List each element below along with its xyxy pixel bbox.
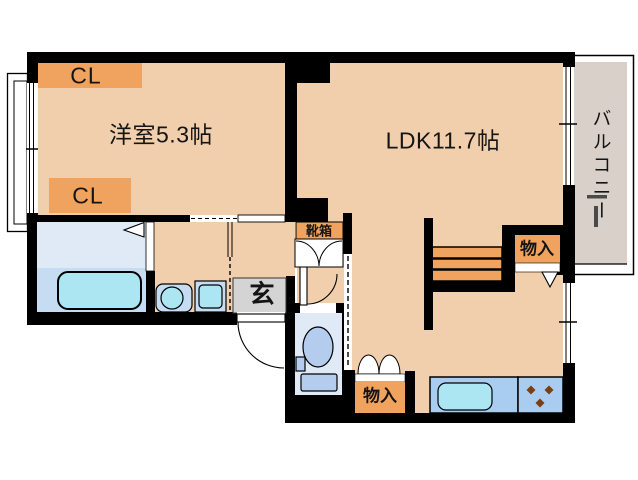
toilet-room	[295, 266, 342, 395]
balcony-floor	[574, 62, 627, 264]
bath-door-icon	[122, 221, 145, 238]
ldk-label: LDK11.7帖	[385, 127, 501, 154]
sliding-door-west-room	[190, 214, 286, 223]
burner-icon	[526, 385, 536, 395]
hall-ldk-partition	[344, 254, 352, 370]
closet-top-box	[38, 63, 142, 88]
washroom-partition	[227, 222, 233, 312]
balcony-drain-icon	[587, 195, 607, 199]
storage-upper	[514, 235, 561, 289]
burner-icon	[535, 398, 545, 408]
kitchen-sink	[437, 382, 493, 411]
window-kitchen	[559, 283, 577, 363]
shoe-box-label: 靴箱	[305, 223, 333, 239]
balcony-partition-icon	[594, 206, 598, 227]
front-door-swing-arc	[237, 321, 285, 369]
washing-machine-pan	[194, 280, 227, 313]
window-balcony	[559, 67, 577, 185]
toilet-tank	[300, 373, 338, 392]
western-room-label: 洋室5.3帖	[109, 121, 213, 148]
storage-door-arrow-icon	[541, 271, 559, 289]
staircase	[425, 246, 503, 282]
toilet-control	[295, 356, 306, 372]
stair-tread	[428, 269, 503, 282]
toilet-door-swing-arc	[306, 273, 338, 305]
washbasin	[155, 283, 193, 313]
entrance-mat	[232, 277, 287, 314]
closet-bottom-box	[49, 178, 131, 213]
balcony-label: バルコニー	[589, 108, 611, 224]
storage-lower	[354, 354, 406, 413]
bathtub	[57, 271, 142, 310]
front-door	[236, 312, 286, 369]
storage-upper-label: 物入	[520, 239, 554, 259]
entrance-label: 玄	[249, 280, 275, 309]
kitchen	[429, 376, 564, 414]
toilet-door-panel	[299, 266, 308, 306]
bathroom	[37, 221, 155, 312]
bath-door-panel	[145, 221, 155, 272]
storage-lower-label: 物入	[363, 386, 397, 406]
toilet-bowl	[302, 326, 334, 368]
shoe-box	[295, 221, 344, 240]
front-door-panel	[236, 313, 286, 323]
closet-top-label: CL	[70, 62, 102, 89]
folding-door-leaf	[357, 354, 380, 375]
window-west	[26, 83, 38, 213]
balcony-area	[567, 54, 635, 276]
shoe-cabinet	[294, 238, 344, 268]
folding-door-leaf	[378, 354, 401, 375]
stove-top	[517, 376, 564, 414]
stair-tread	[429, 246, 503, 259]
stair-tread	[425, 258, 503, 270]
left-window-bay	[6, 72, 29, 233]
burner-icon	[544, 385, 554, 395]
closet-bottom-label: CL	[72, 182, 104, 209]
